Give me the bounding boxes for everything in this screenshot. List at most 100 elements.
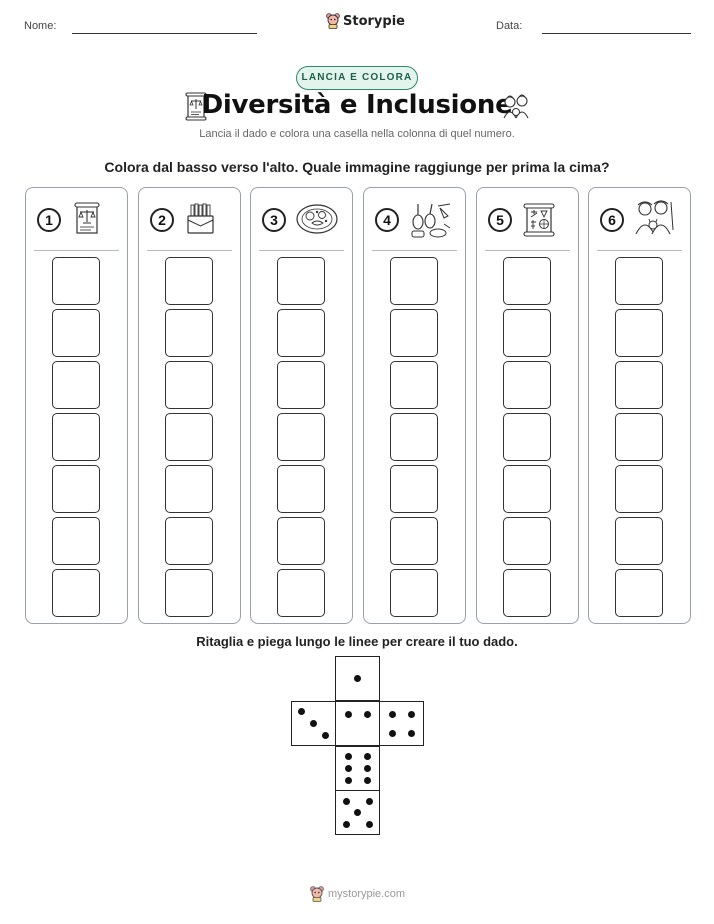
column-number: 2 <box>150 208 174 232</box>
color-cell[interactable] <box>277 465 325 513</box>
color-cell[interactable] <box>277 309 325 357</box>
pip <box>310 720 317 727</box>
color-cell[interactable] <box>503 517 551 565</box>
crayon-box-icon <box>187 203 214 234</box>
name-line[interactable] <box>72 33 257 34</box>
pip <box>366 821 373 828</box>
color-cell[interactable] <box>52 517 100 565</box>
pip <box>354 809 361 816</box>
color-cell[interactable] <box>390 309 438 357</box>
color-cell[interactable] <box>165 309 213 357</box>
column-header: 4 <box>364 188 465 250</box>
color-cell[interactable] <box>503 465 551 513</box>
date-label: Data: <box>496 20 523 32</box>
color-cell[interactable] <box>615 569 663 617</box>
column-number: 3 <box>262 208 286 232</box>
color-cell[interactable] <box>52 413 100 461</box>
color-cell[interactable] <box>390 465 438 513</box>
column-header: 5 <box>477 188 578 250</box>
pip <box>408 711 415 718</box>
diverse-friends-icon <box>635 200 674 235</box>
column-1: 1 <box>25 187 128 624</box>
pip <box>322 732 329 739</box>
dice-face-3 <box>291 701 336 746</box>
color-cell[interactable] <box>503 569 551 617</box>
pip <box>408 730 415 737</box>
color-cell[interactable] <box>615 361 663 409</box>
footer-url[interactable]: mystorypie.com <box>328 888 406 900</box>
color-cell[interactable] <box>277 257 325 305</box>
pip <box>343 798 350 805</box>
color-cell[interactable] <box>165 413 213 461</box>
color-cell[interactable] <box>52 361 100 409</box>
color-cell[interactable] <box>390 517 438 565</box>
date-line[interactable] <box>542 33 691 34</box>
column-6: 6 <box>588 187 691 624</box>
language-scroll-icon <box>523 203 555 237</box>
dice-face-6 <box>335 746 380 791</box>
color-cell[interactable] <box>390 257 438 305</box>
dice-face-5 <box>335 790 380 835</box>
pip <box>389 711 396 718</box>
column-number: 6 <box>600 208 624 232</box>
pip <box>364 711 371 718</box>
bear-mascot-icon <box>310 886 324 902</box>
cut-instruction: Ritaglia e piega lungo le linee per crea… <box>196 634 518 649</box>
color-cell[interactable] <box>503 309 551 357</box>
food-plate-icon <box>296 204 338 234</box>
color-cell[interactable] <box>615 309 663 357</box>
color-cell[interactable] <box>503 257 551 305</box>
color-cell[interactable] <box>615 257 663 305</box>
pip <box>345 777 352 784</box>
pip <box>345 765 352 772</box>
dice-face-1 <box>335 656 380 701</box>
pip <box>364 753 371 760</box>
color-cell[interactable] <box>165 465 213 513</box>
color-cell[interactable] <box>615 517 663 565</box>
color-cell[interactable] <box>52 257 100 305</box>
column-5: 5 <box>476 187 579 624</box>
color-cell[interactable] <box>615 413 663 461</box>
color-cell[interactable] <box>52 465 100 513</box>
pip <box>364 765 371 772</box>
dice-face-4 <box>379 701 424 746</box>
color-cell[interactable] <box>390 569 438 617</box>
pip <box>298 708 305 715</box>
coloring-instruction: Colora dal basso verso l'alto. Quale imm… <box>104 159 610 175</box>
pip <box>343 821 350 828</box>
column-4: 4 <box>363 187 466 624</box>
color-cell[interactable] <box>503 361 551 409</box>
activity-badge: LANCIA E COLORA <box>296 66 418 90</box>
column-number: 4 <box>375 208 399 232</box>
name-label: Nome: <box>24 20 57 32</box>
color-cell[interactable] <box>277 413 325 461</box>
column-header: 6 <box>589 188 690 250</box>
brand-logo: Storypie <box>326 13 405 29</box>
pip <box>389 730 396 737</box>
color-cell[interactable] <box>277 517 325 565</box>
color-cell[interactable] <box>52 309 100 357</box>
pip <box>345 753 352 760</box>
color-cell[interactable] <box>165 257 213 305</box>
column-header: 1 <box>26 188 127 250</box>
color-cell[interactable] <box>277 569 325 617</box>
color-cell[interactable] <box>390 413 438 461</box>
subtitle: Lancia il dado e colora una casella nell… <box>199 128 515 140</box>
color-cell[interactable] <box>615 465 663 513</box>
color-cell[interactable] <box>165 569 213 617</box>
bear-mascot-icon <box>326 13 340 29</box>
column-header: 3 <box>251 188 352 250</box>
color-cell[interactable] <box>165 517 213 565</box>
diverse-friends-title-icon <box>503 94 529 119</box>
pip <box>354 675 361 682</box>
color-cell[interactable] <box>52 569 100 617</box>
page-title: Diversità e Inclusione <box>201 90 513 120</box>
pip <box>345 711 352 718</box>
color-cell[interactable] <box>503 413 551 461</box>
color-cell[interactable] <box>277 361 325 409</box>
color-cell[interactable] <box>390 361 438 409</box>
justice-scroll-icon <box>185 92 207 121</box>
color-cell[interactable] <box>165 361 213 409</box>
footer: mystorypie.com <box>310 886 405 902</box>
pip <box>364 777 371 784</box>
